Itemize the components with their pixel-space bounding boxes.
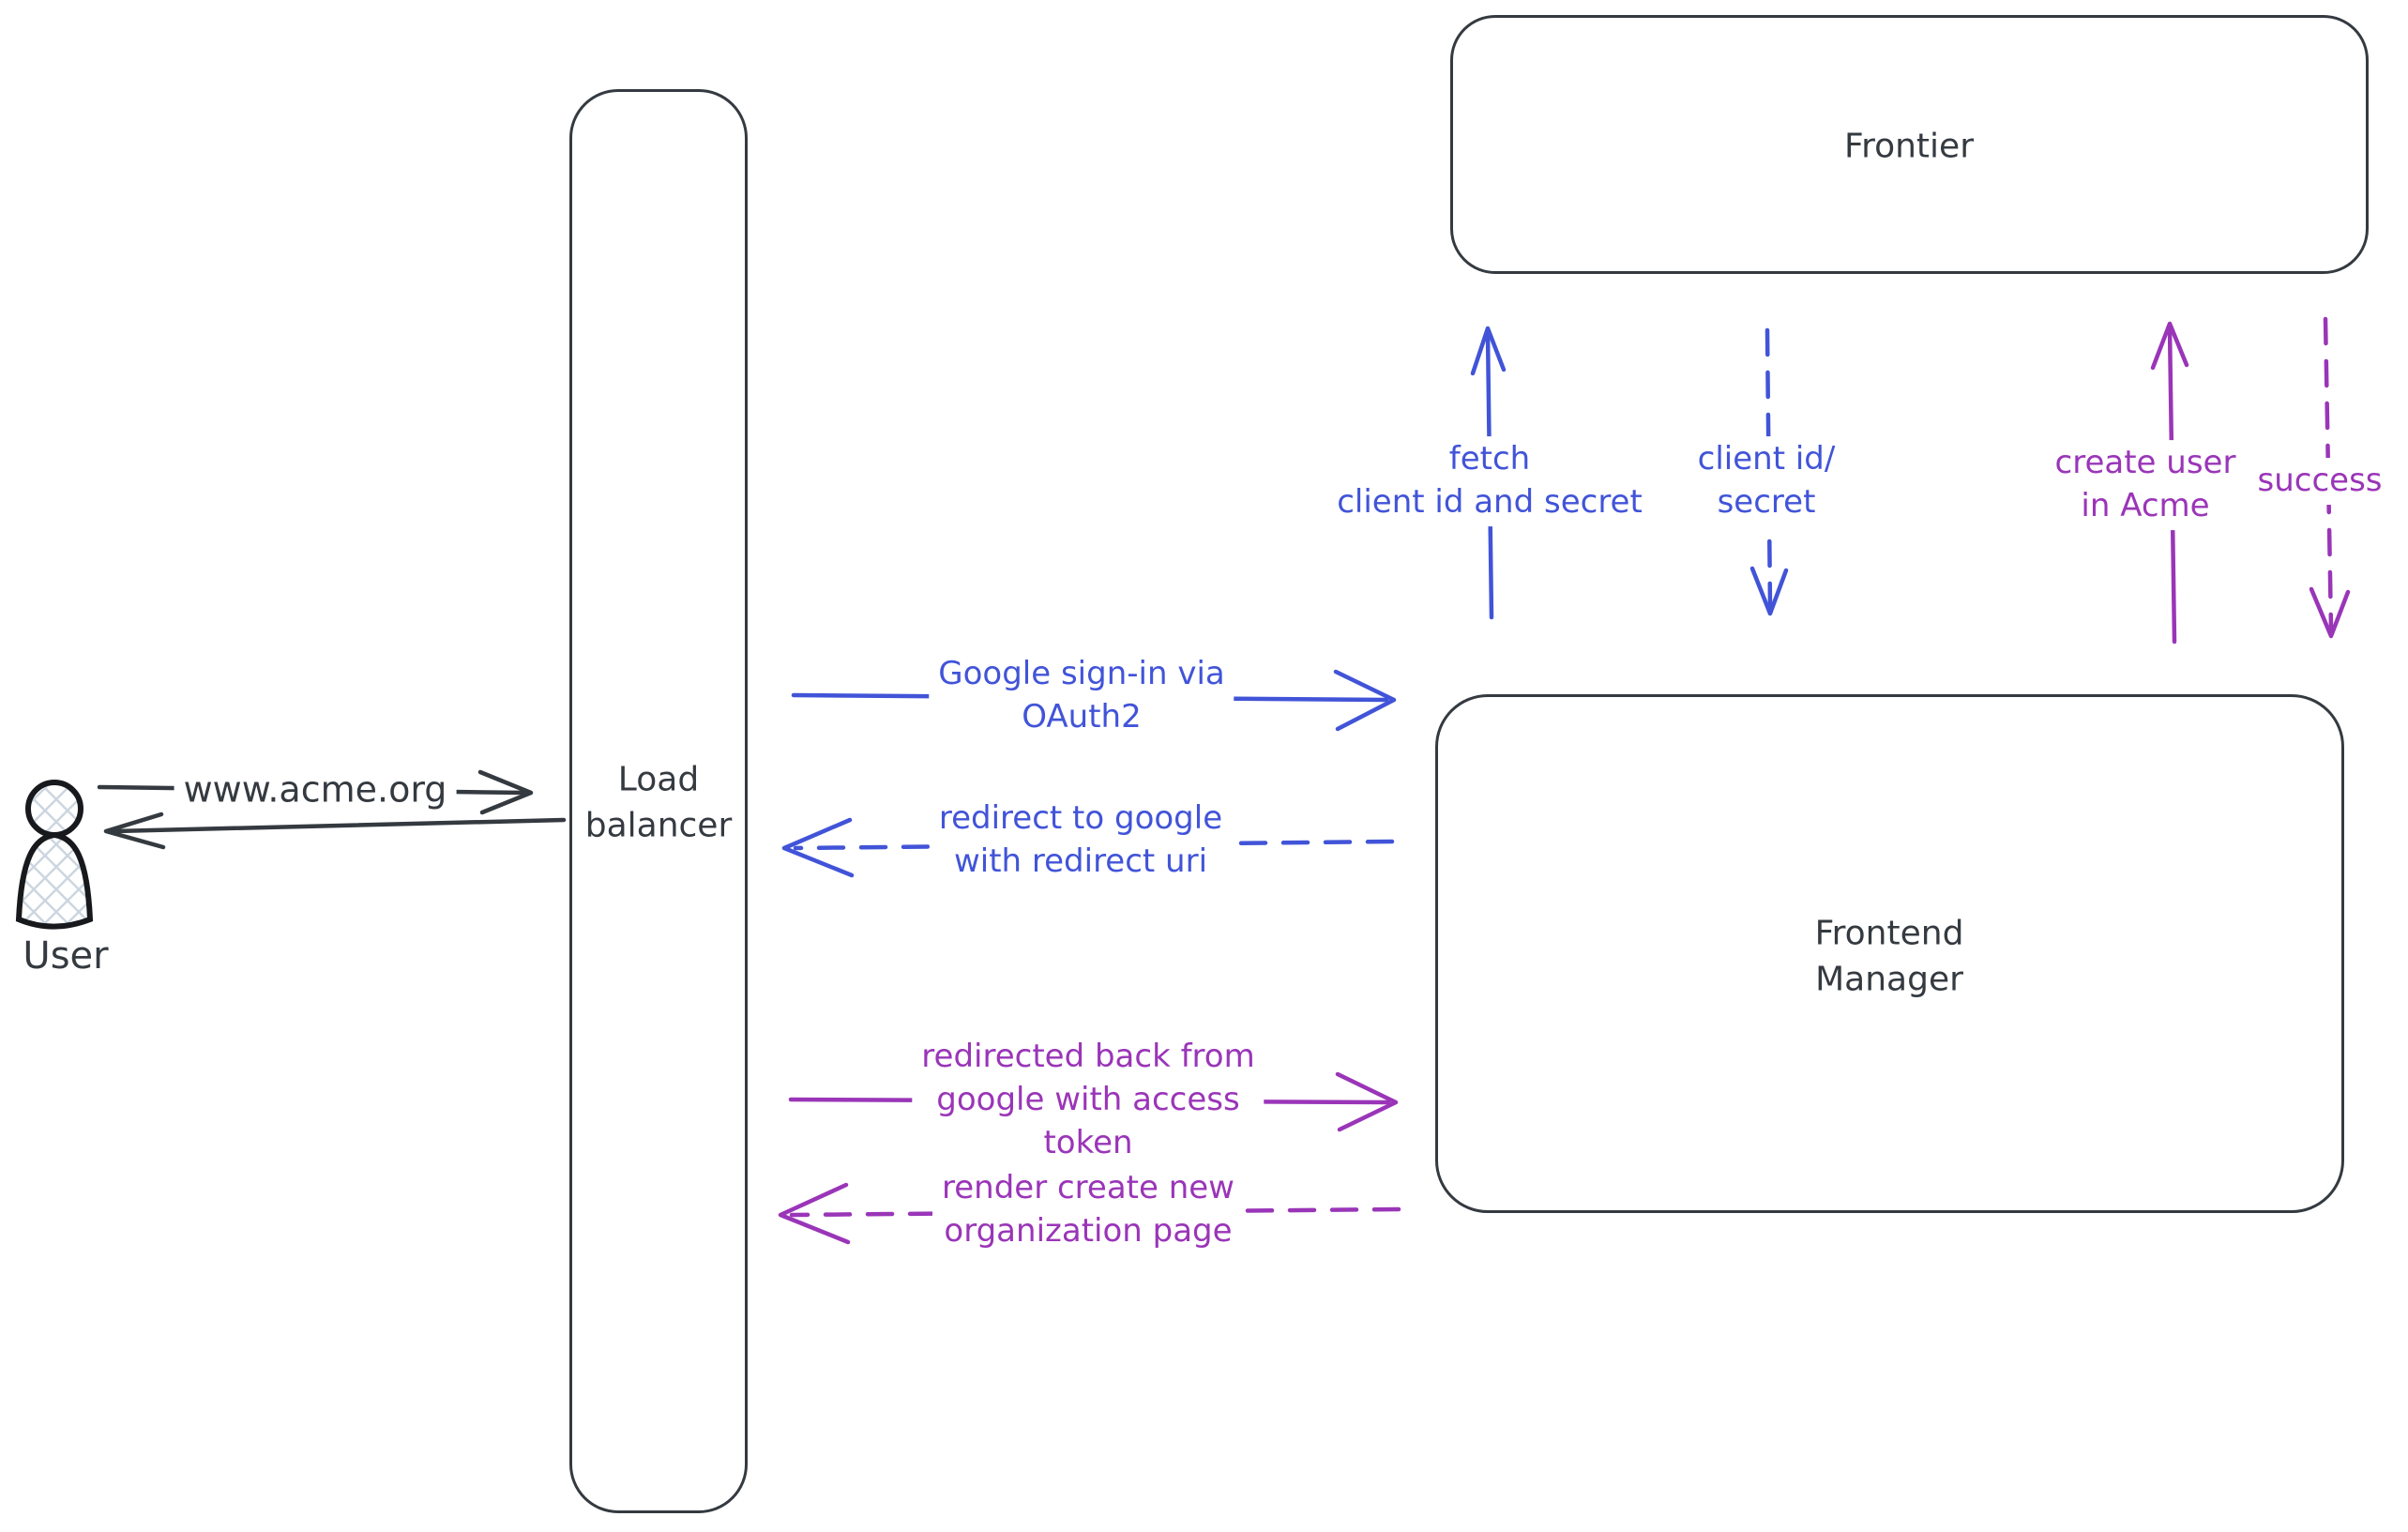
node-frontier — [1450, 15, 2369, 274]
node-frontend-manager — [1435, 694, 2344, 1213]
client-id-secret-label: client id/ secret — [1688, 436, 1845, 526]
user-label: User — [23, 934, 109, 978]
google-signin-label: Google sign-in via OAuth2 — [929, 651, 1234, 741]
node-load-balancer — [569, 89, 748, 1513]
frontend-manager-label: Frontend Manager — [1814, 914, 1964, 998]
success-label: success — [2248, 458, 2392, 505]
user-figure-icon — [15, 780, 94, 930]
redirected-back-label: redirected back from google with access … — [912, 1034, 1265, 1167]
arrow-lb-response — [103, 812, 567, 850]
redirect-google-label: redirect to google with redirect uri — [929, 796, 1233, 886]
frontier-label: Frontier — [1843, 127, 1975, 166]
render-org-page-label: render create new organization page — [932, 1165, 1244, 1255]
fetch-client-label: fetch client id and secret — [1327, 436, 1652, 526]
create-user-label: create user in Acme — [2045, 440, 2246, 530]
load-balancer-label: Load balancer — [584, 760, 733, 844]
arrow-success — [2309, 316, 2351, 639]
www-acme-label: www.acme.org — [174, 764, 457, 816]
